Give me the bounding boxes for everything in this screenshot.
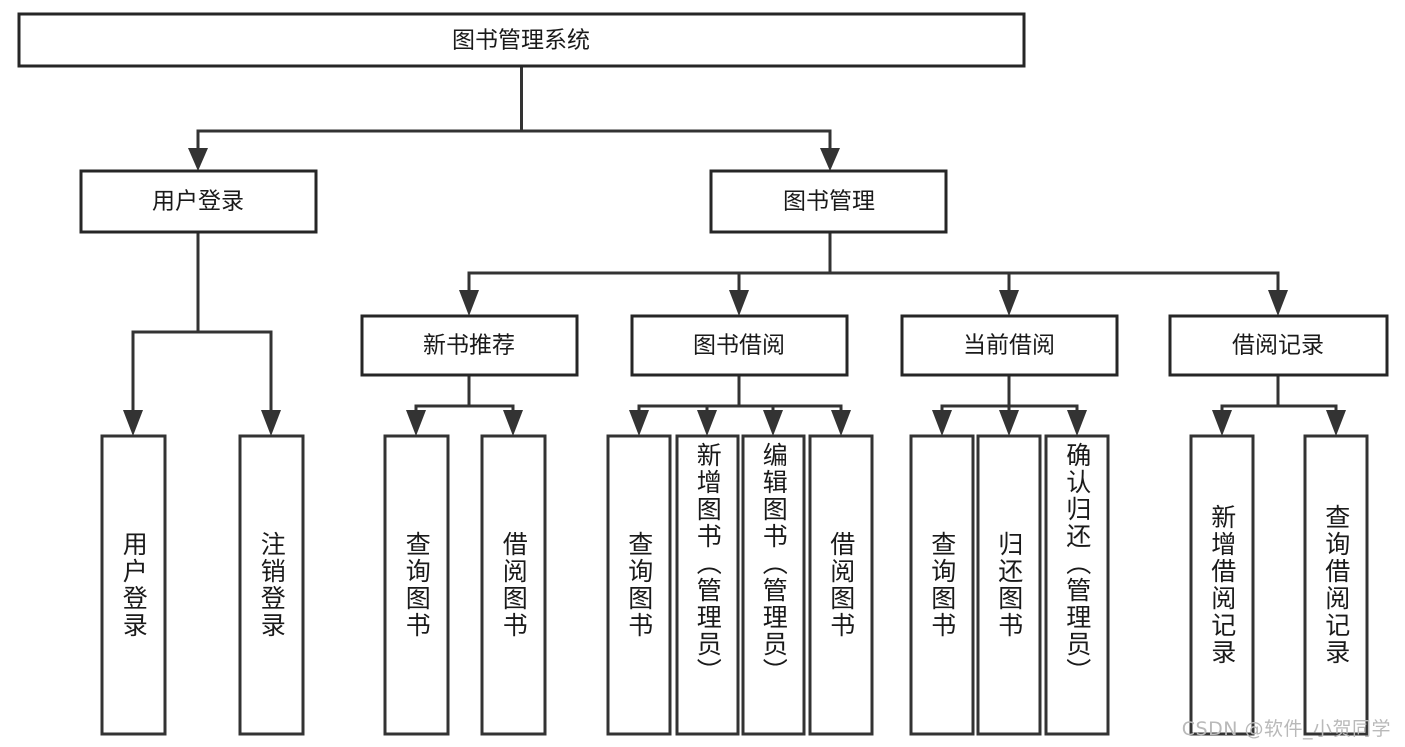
arrow-head-user-login (188, 148, 208, 171)
node-user-login-label: 用户登录 (152, 189, 244, 215)
arrow-head-leaf-user-2 (261, 410, 281, 436)
arrow-head-leaf-nb-1 (406, 410, 426, 436)
node-new-books[interactable]: 新书推荐 (360, 314, 579, 377)
leaf-rect-rec-2[interactable] (1303, 434, 1369, 736)
node-borrow-records[interactable]: 借阅记录 (1168, 314, 1389, 377)
leaf-rect-bw-2[interactable] (675, 434, 740, 736)
node-borrow-rect[interactable] (630, 314, 849, 377)
leaf-rect-cur-3[interactable] (1044, 434, 1110, 736)
connector-group-new-books (406, 373, 523, 436)
node-book-manage-label: 图书管理 (783, 189, 875, 215)
connector-group-records (1212, 373, 1346, 436)
arrow-head-book-manage (820, 148, 840, 171)
arrow-head-leaf-user-1 (123, 410, 143, 436)
leaf-rect-user-1[interactable] (100, 434, 167, 736)
leaf-rect-bw-1[interactable] (606, 434, 672, 736)
node-root-rect[interactable] (17, 12, 1026, 68)
arrow-head-leaf-cur-3 (1067, 410, 1087, 436)
arrow-head-borrow (729, 290, 749, 316)
arrow-head-leaf-cur-1 (932, 410, 952, 436)
node-root-label: 图书管理系统 (452, 28, 590, 54)
connector-group-user-login (123, 230, 281, 436)
connector-group-root (188, 64, 840, 171)
arrow-head-leaf-bw-4 (831, 410, 851, 436)
connector-group-book-manage (459, 230, 1288, 316)
node-current-borrow[interactable]: 当前借阅 (900, 314, 1119, 377)
node-book-manage-rect[interactable] (709, 169, 948, 234)
arrow-head-new-books (459, 290, 479, 316)
leaf-rect-bw-3[interactable] (741, 434, 806, 736)
node-current-borrow-label: 当前借阅 (963, 333, 1055, 359)
arrow-head-leaf-cur-2 (999, 410, 1019, 436)
arrow-head-leaf-rec-2 (1326, 410, 1346, 436)
node-new-books-rect[interactable] (360, 314, 579, 377)
node-new-books-label: 新书推荐 (423, 333, 515, 359)
leaf-rect-nb-1[interactable] (383, 434, 450, 736)
node-book-manage[interactable]: 图书管理 (709, 169, 948, 234)
node-borrow-records-label: 借阅记录 (1232, 333, 1324, 359)
arrow-head-records (1268, 290, 1288, 316)
node-borrow-label: 图书借阅 (693, 333, 785, 359)
arrow-head-leaf-bw-1 (629, 410, 649, 436)
arrow-head-leaf-nb-2 (503, 410, 523, 436)
leaf-rect-cur-2[interactable] (976, 434, 1042, 736)
connector-group-borrow (629, 373, 851, 436)
arrow-head-leaf-rec-1 (1212, 410, 1232, 436)
connector-group-current (932, 373, 1087, 436)
leaf-rect-nb-2[interactable] (480, 434, 547, 736)
arrow-head-leaf-bw-3 (763, 410, 783, 436)
node-borrow-records-rect[interactable] (1168, 314, 1389, 377)
node-borrow[interactable]: 图书借阅 (630, 314, 849, 377)
arrow-head-leaf-bw-2 (697, 410, 717, 436)
node-user-login[interactable]: 用户登录 (79, 169, 318, 234)
leaf-rect-user-2[interactable] (238, 434, 305, 736)
arrow-head-current (999, 290, 1019, 316)
node-current-borrow-rect[interactable] (900, 314, 1119, 377)
leaf-rect-bw-4[interactable] (808, 434, 874, 736)
node-root[interactable]: 图书管理系统 (17, 12, 1026, 68)
leaf-rect-rec-1[interactable] (1189, 434, 1255, 736)
watermark-text: CSDN @软件_小贺同学 (1181, 718, 1391, 740)
node-user-login-rect[interactable] (79, 169, 318, 234)
leaf-rect-cur-1[interactable] (909, 434, 975, 736)
